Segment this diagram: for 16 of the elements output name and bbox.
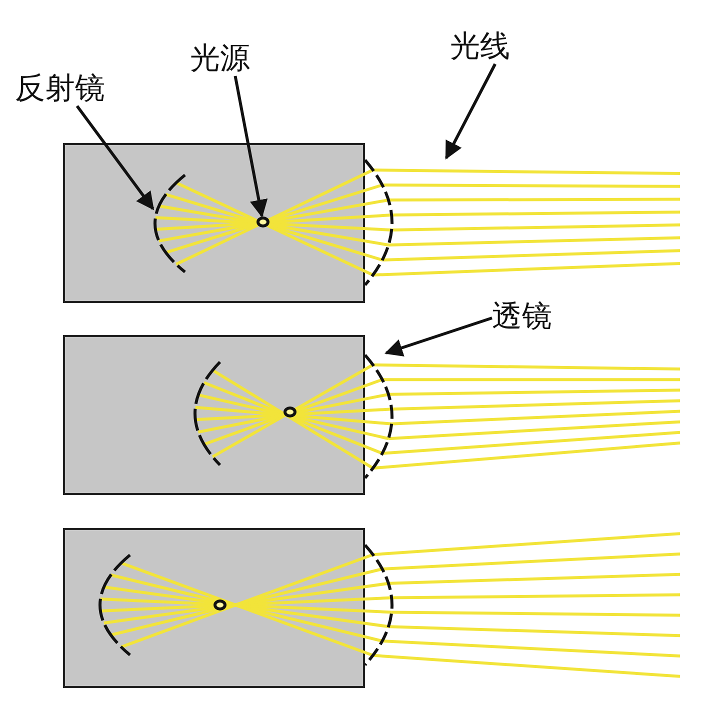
reflector-arc — [153, 173, 187, 274]
callout-label: 光线 — [450, 30, 510, 64]
light-source-dot — [283, 406, 297, 418]
callout-label: 反射镜 — [15, 72, 105, 106]
leader-arrow — [444, 63, 496, 160]
light-source-dot — [256, 216, 270, 228]
callout-label: 透镜 — [492, 300, 552, 334]
reflector-arc — [193, 360, 222, 467]
housing-box — [63, 335, 365, 495]
leader-arrow — [76, 105, 154, 210]
light-source-dot — [213, 599, 227, 611]
lens-outline — [363, 158, 394, 287]
callout-label: 光源 — [190, 42, 250, 76]
lens-outline — [363, 353, 394, 480]
leader-arrow — [234, 76, 268, 218]
leader-arrow — [384, 316, 492, 356]
